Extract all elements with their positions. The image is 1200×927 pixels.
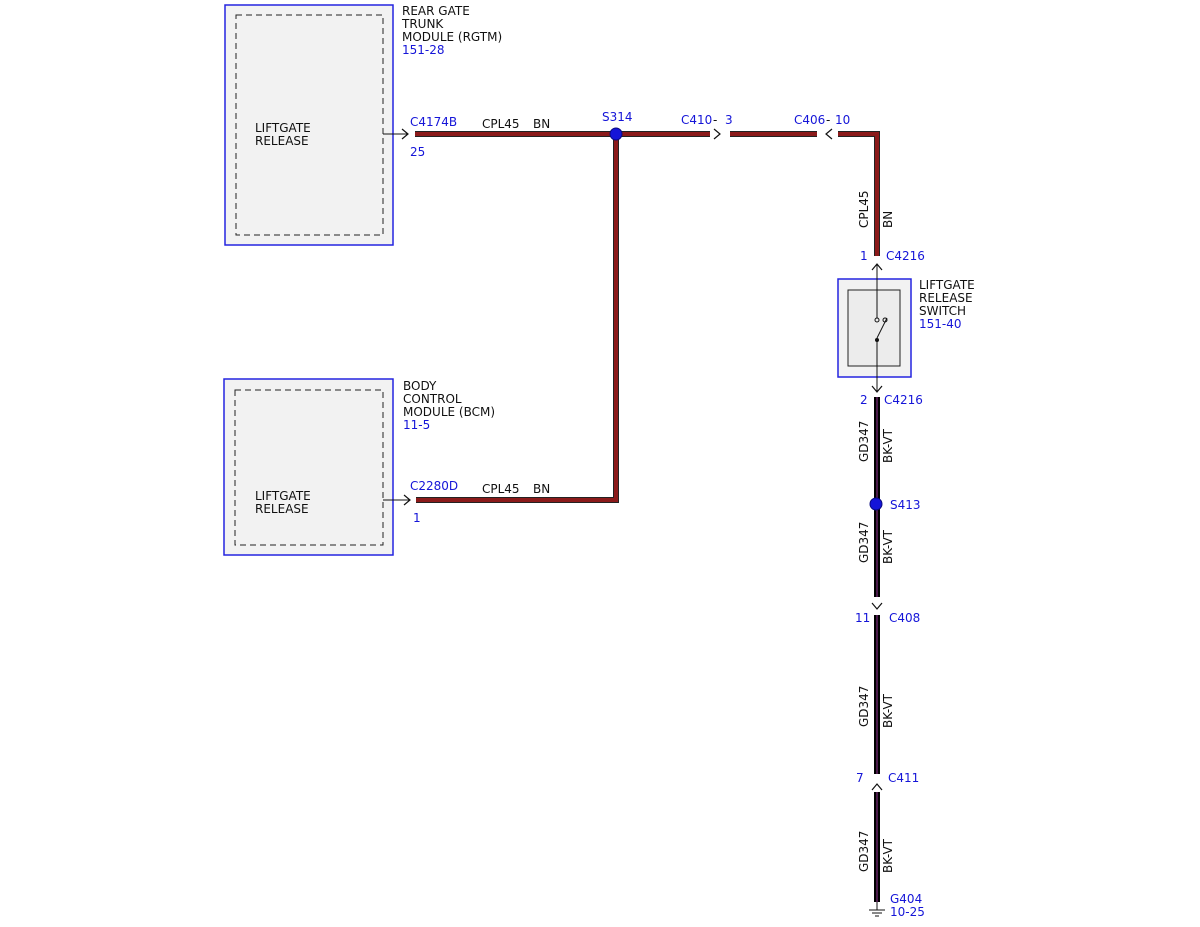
bcm-connector-arrow bbox=[403, 494, 411, 506]
c4216-bottom-connector-arrow bbox=[871, 385, 883, 393]
switch-title-line-2: RELEASE bbox=[919, 291, 973, 305]
g404-ref[interactable]: 10-25 bbox=[890, 905, 925, 919]
c408-connector-arrow bbox=[871, 602, 883, 610]
c410-separator: - bbox=[713, 113, 717, 127]
wire-corner-segment bbox=[838, 132, 879, 256]
wire-ground-circuit-2: GD347 bbox=[857, 522, 871, 563]
wire-ground-color-2: BK-VT bbox=[881, 529, 895, 564]
bcm-inner-boundary bbox=[234, 389, 384, 546]
wire-top-circuit: CPL45 bbox=[482, 117, 520, 131]
rgtm-function-line-1: LIFTGATE bbox=[255, 121, 311, 135]
c406-pin: 10 bbox=[835, 113, 850, 127]
switch-title-line-3: SWITCH bbox=[919, 304, 966, 318]
bcm-function-line-2: RELEASE bbox=[255, 502, 309, 516]
c4216-top-pin: 1 bbox=[860, 249, 868, 263]
c406-connector-arrow bbox=[825, 128, 833, 140]
c408-label[interactable]: C408 bbox=[889, 611, 920, 625]
c410-connector-arrow bbox=[713, 128, 721, 140]
c4216-top-label[interactable]: C4216 bbox=[886, 249, 925, 263]
c4216-bottom-pin: 2 bbox=[860, 393, 868, 407]
c406-separator: - bbox=[826, 113, 830, 127]
bcm-title-line-3: MODULE (BCM) bbox=[403, 405, 495, 419]
s413-label[interactable]: S413 bbox=[890, 498, 921, 512]
wire-vertical-circuit: CPL45 bbox=[857, 190, 871, 228]
liftgate-release-switch[interactable] bbox=[837, 264, 912, 392]
c410-pin: 3 bbox=[725, 113, 733, 127]
rgtm-title-line-3: MODULE (RGTM) bbox=[402, 30, 502, 44]
c4216-bottom-label[interactable]: C4216 bbox=[884, 393, 923, 407]
c410-label[interactable]: C410 bbox=[681, 113, 712, 127]
wire-ground-color-1: BK-VT bbox=[881, 428, 895, 463]
wire-ground-circuit-3: GD347 bbox=[857, 686, 871, 727]
s314-label[interactable]: S314 bbox=[602, 110, 633, 124]
c2280d-label[interactable]: C2280D bbox=[410, 479, 458, 493]
bcm-ref[interactable]: 11-5 bbox=[403, 418, 430, 432]
wire-ground-circuit-4: GD347 bbox=[857, 831, 871, 872]
g404-label[interactable]: G404 bbox=[890, 892, 922, 906]
bcm-module[interactable]: LIFTGATE RELEASE bbox=[223, 378, 394, 556]
wire-bcm-outline bbox=[416, 134, 619, 503]
rgtm-module[interactable]: LIFTGATE RELEASE bbox=[224, 4, 394, 246]
c411-label[interactable]: C411 bbox=[888, 771, 919, 785]
switch-blade bbox=[876, 317, 888, 339]
rgtm-title-line-1: REAR GATE bbox=[402, 4, 470, 18]
c4174b-pin: 25 bbox=[410, 145, 425, 159]
wire-top-color: BN bbox=[533, 117, 550, 131]
wire-bcm-segment bbox=[416, 134, 618, 502]
rgtm-title-line-2: TRUNK bbox=[401, 17, 444, 31]
rgtm-function-line-2: RELEASE bbox=[255, 134, 309, 148]
s413-splice-dot[interactable] bbox=[869, 497, 883, 511]
switch-contact-top bbox=[874, 317, 880, 323]
wire-ground-color-3: BK-VT bbox=[881, 693, 895, 728]
rgtm-connector-arrow bbox=[401, 128, 409, 140]
c408-pin: 11 bbox=[855, 611, 870, 625]
bcm-title-line-2: CONTROL bbox=[403, 392, 462, 406]
wire-bcm-circuit: CPL45 bbox=[482, 482, 520, 496]
switch-ref[interactable]: 151-40 bbox=[919, 317, 962, 331]
c2280d-pin: 1 bbox=[413, 511, 421, 525]
wire-vertical-color: BN bbox=[881, 211, 895, 228]
c411-pin: 7 bbox=[856, 771, 864, 785]
bcm-function-line-1: LIFTGATE bbox=[255, 489, 311, 503]
rgtm-inner-boundary bbox=[235, 14, 384, 236]
s314-splice-dot[interactable] bbox=[609, 127, 623, 141]
c4174b-label[interactable]: C4174B bbox=[410, 115, 457, 129]
wire-ground-circuit-1: GD347 bbox=[857, 421, 871, 462]
c411-connector-arrow bbox=[871, 783, 883, 791]
switch-inner-box bbox=[847, 289, 901, 367]
switch-title-line-1: LIFTGATE bbox=[919, 278, 975, 292]
wire-bcm-color: BN bbox=[533, 482, 550, 496]
c406-label[interactable]: C406 bbox=[794, 113, 825, 127]
bcm-title-line-1: BODY bbox=[403, 379, 437, 393]
rgtm-ref[interactable]: 151-28 bbox=[402, 43, 445, 57]
ground-symbol-icon bbox=[869, 902, 885, 917]
wire-ground-color-4: BK-VT bbox=[881, 838, 895, 873]
rgtm-outline bbox=[224, 4, 394, 246]
bcm-outline bbox=[223, 378, 394, 556]
wire-cpl45-bn[interactable] bbox=[415, 131, 880, 503]
